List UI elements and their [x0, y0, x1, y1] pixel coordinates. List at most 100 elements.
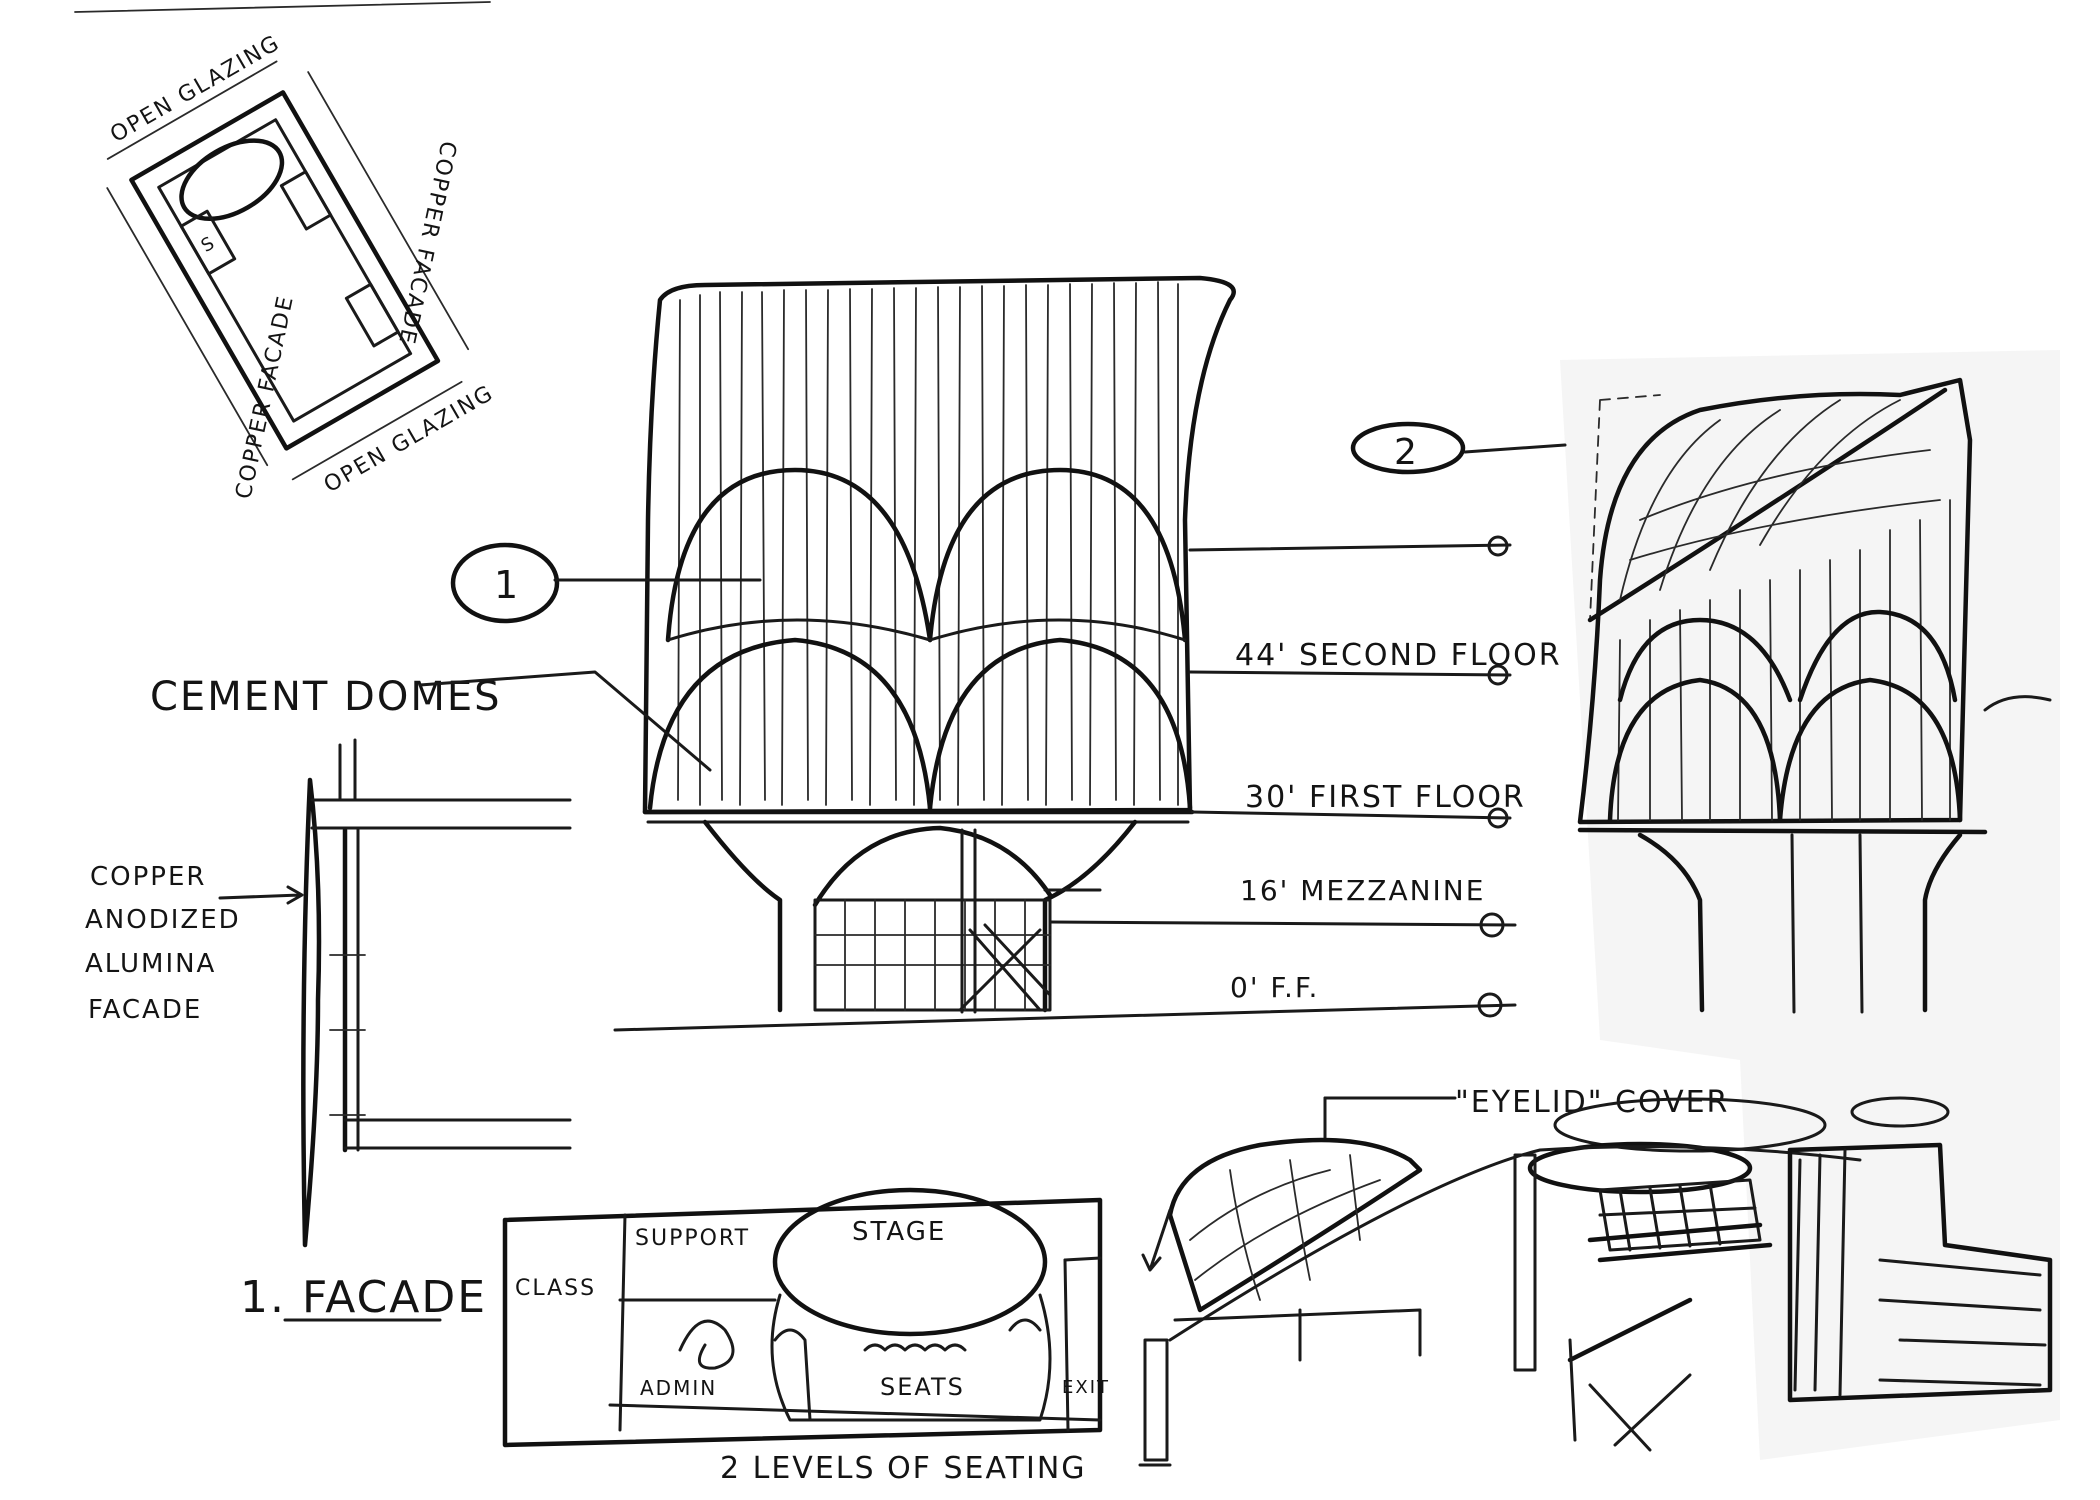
facade-material-line3: ALUMINA [85, 949, 216, 979]
view2-side-curve [1983, 695, 2052, 712]
plan-wall-1 [618, 1213, 627, 1432]
view2-marker: 2 [1394, 432, 1419, 473]
view2-upper-arch-right [1797, 609, 1958, 703]
site-plan-right-label: COPPER FACADE [393, 139, 461, 348]
site-plan-stage-oval [179, 138, 285, 222]
view2-column-a [1790, 833, 1796, 1014]
eyelid-rim [1527, 1141, 1753, 1195]
facade-material-line4: FACADE [88, 995, 202, 1025]
level-line-second [1188, 670, 1512, 677]
level-line-ground [613, 1003, 1517, 1032]
elevation-entry-stair [958, 923, 1052, 1012]
elevation-dome-band-right [928, 618, 1187, 642]
level-datum-top [1487, 535, 1509, 557]
persp-dome-ribs [1189, 1154, 1381, 1301]
site-plan-left-label: COPPER FACADE [231, 293, 299, 502]
floor-plan: SUPPORT CLASS STAGE ADMIN SEATS EXIT 2 L… [502, 1187, 1110, 1486]
site-plan-dim-right [307, 71, 470, 351]
level-lines: 44' SECOND FLOOR 30' FIRST FLOOR 16' MEZ… [613, 535, 1562, 1032]
level-datum-second [1487, 664, 1509, 686]
cement-domes-leader [418, 670, 712, 772]
plan-stage-label: STAGE [852, 1217, 946, 1247]
elevation-leg-right [1042, 819, 1138, 1013]
view2-dashed-frame [1589, 394, 1661, 621]
site-plan-dim-left [106, 187, 269, 467]
elevation-entry-glazing [813, 898, 1052, 1012]
view2-roof-shell [1577, 377, 1973, 825]
level-datum-first [1487, 807, 1509, 829]
eyelid-disc-1 [1553, 1097, 1827, 1153]
elevation-upper-mass [642, 275, 1236, 815]
level-line-top [1188, 543, 1512, 552]
facade-material-line1: COPPER [90, 862, 206, 892]
facade-arrow [218, 885, 304, 905]
elevation-lower-dome-right [927, 637, 1193, 811]
facade-top-posts [338, 738, 357, 802]
facade-ties [329, 954, 366, 1116]
perspective-sketch: "EYELID" COVER [1138, 1085, 2053, 1467]
eyelid-disc-2 [1850, 1096, 1950, 1128]
plan-support-label: SUPPORT [635, 1226, 750, 1251]
site-plan-dim-top [106, 60, 278, 160]
paper-shade [1560, 350, 2060, 1460]
elevation-fins [677, 281, 1179, 806]
plan-side-stairs [773, 1318, 1042, 1422]
site-plan-outline [129, 90, 441, 451]
view2-marker-circle [1350, 421, 1466, 475]
persp-volume-mid [1173, 1308, 1422, 1362]
view2-dome-left [1607, 677, 1783, 823]
persp-ground-strokes [1568, 1338, 1692, 1452]
level-datum-mezz [1479, 912, 1505, 938]
plan-base-line [608, 1403, 1102, 1422]
site-plan-dim-bottom [291, 380, 463, 481]
elevation-upper-dome-right [927, 467, 1188, 643]
view1-marker: 1 [494, 563, 520, 607]
plan-class-label: CLASS [515, 1276, 596, 1301]
persp-volume-left [1143, 1338, 1169, 1462]
view1-marker-circle [450, 542, 560, 624]
plan-seats-label: SEATS [880, 1373, 965, 1401]
facade-title: 1. FACADE [240, 1272, 487, 1323]
level-label-mezz: 16' MEZZANINE [1240, 874, 1485, 907]
view2-leg-left [1637, 832, 1705, 1013]
view2-upper-arch-left [1617, 617, 1793, 703]
plan-seating-scallops [863, 1343, 967, 1352]
level-label-ground: 0' F.F. [1230, 971, 1319, 1004]
plan-stage-oval [772, 1187, 1048, 1337]
plan-wall-4 [1063, 1256, 1102, 1262]
plan-admin-swirl [678, 1319, 735, 1370]
level-line-mezz [1048, 920, 1517, 927]
plan-exit-label: EXIT [1062, 1377, 1110, 1398]
site-plan: S OPEN GLAZING OPEN GLAZING COPPER FACAD… [106, 30, 499, 502]
persp-stair-diagonals [1567, 1222, 1773, 1363]
persp-drop-arrow [1141, 1208, 1172, 1272]
view2-leader [1463, 443, 1567, 454]
persp-right-hatch [1793, 1148, 2047, 1397]
elevation-dome-band-left [666, 618, 932, 642]
site-plan-core-3 [344, 282, 400, 348]
facade-copper-skin [301, 777, 322, 1248]
elevation-glazing-mullions [814, 899, 1051, 1011]
persp-right-block [1787, 1142, 2053, 1403]
plan-outline [502, 1197, 1103, 1448]
elevation-leg-left [702, 819, 783, 1013]
level-label-first: 30' FIRST FLOOR [1245, 780, 1526, 815]
plan-wall-3 [1063, 1258, 1070, 1432]
plan-admin-label: ADMIN [640, 1376, 717, 1400]
view2-elevation: 2 [1350, 377, 2052, 1014]
site-plan-bottom-label: OPEN GLAZING [320, 380, 499, 498]
elevation-entry-dome [812, 825, 1053, 908]
elevation-upper-dome-left [665, 467, 933, 643]
persp-sweep-line [1168, 1145, 1862, 1342]
view2-leg-right [1922, 832, 1963, 1013]
level-datum-ground [1477, 992, 1503, 1018]
plan-seating-bowl [770, 1293, 1052, 1422]
site-plan-core-2 [279, 170, 333, 231]
plan-caption: 2 LEVELS OF SEATING [720, 1451, 1087, 1486]
persp-mesh-block [1598, 1178, 1762, 1252]
persp-dome-shell [1167, 1137, 1423, 1313]
view2-column-b [1858, 833, 1864, 1014]
level-label-second: 44' SECOND FLOOR [1235, 638, 1562, 673]
view2-dome-right [1777, 677, 1963, 823]
